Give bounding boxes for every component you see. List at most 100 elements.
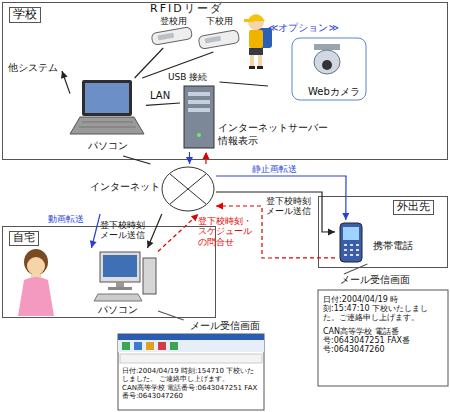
node-title: 他システム	[8, 62, 58, 74]
arrow-head	[191, 214, 199, 221]
connector	[147, 214, 162, 248]
rfid-reader-part	[151, 27, 192, 46]
edge-label: 登下校時刻・ スケジュールの問合せ	[198, 216, 253, 247]
rfid-reader-part	[158, 33, 175, 41]
mail-screen: メール受信画面日付:2004/04/19 時刻:15:47:10 下校いたしまし…	[318, 274, 448, 386]
mail-window-frame-part	[120, 354, 262, 363]
connector	[220, 82, 269, 86]
node-title: インターネット	[90, 181, 160, 193]
node-title: パソコン	[98, 304, 138, 316]
student-figure-part	[250, 55, 254, 66]
connector-line	[158, 214, 198, 252]
connector-line	[220, 82, 269, 86]
student-figure-part	[249, 66, 255, 69]
edge-label: USB 接続	[168, 72, 207, 82]
parent-figure-part	[27, 257, 45, 275]
server-illustration	[184, 86, 214, 148]
edge-label: 動画転送	[48, 214, 84, 224]
rfid-reader-part	[198, 30, 240, 50]
node-title: インターネットサーバー 情報表示	[218, 122, 332, 147]
phone-illustration-part	[356, 244, 359, 246]
node-title: 自宅	[9, 231, 39, 246]
student-figure-part	[257, 66, 263, 69]
connector-line	[189, 152, 190, 164]
mail-window: メール受信画面日付:2004/04/19 時刻:154710 下校いたしました。…	[118, 320, 264, 410]
arrow-head	[61, 71, 68, 79]
rfid-reader: 登校用	[150, 16, 194, 48]
mail-window-frame-part	[158, 342, 166, 350]
camera-option-frame	[292, 38, 366, 100]
mail-window-frame-part	[122, 342, 130, 350]
laptop-illustration-part	[70, 117, 144, 134]
connector	[202, 152, 209, 164]
desktop-pc-illustration-part	[103, 255, 137, 277]
arrow-head	[342, 213, 349, 220]
phone-illustration-part	[340, 223, 362, 262]
node-title: 外出先	[393, 200, 434, 215]
connector-line	[158, 311, 184, 320]
parent-figure	[18, 249, 54, 316]
connector-line	[146, 103, 180, 105]
callout-line	[344, 264, 367, 274]
desktop-pc: パソコン	[88, 248, 158, 318]
student-figure-part	[258, 55, 262, 66]
phone-illustration-part	[344, 249, 347, 251]
node-title: 登校用	[160, 16, 187, 26]
part-name: RFIDリーダ	[150, 3, 223, 16]
connector	[158, 214, 198, 252]
connector-line	[205, 152, 206, 164]
connector-line	[344, 264, 367, 274]
node-title: 学校	[9, 7, 41, 23]
mail-window-frame-part	[118, 340, 264, 352]
arrow-head	[186, 157, 193, 164]
rfid-reader: 下校用	[198, 16, 242, 52]
connector-line	[92, 214, 101, 248]
camera-option-frame-part	[322, 60, 332, 70]
outside-box: 外出先携帯電話	[318, 196, 448, 268]
server-illustration-part	[188, 92, 210, 96]
arrow-head	[147, 240, 153, 248]
edge-label: 登下校時刻 メール送信	[266, 196, 313, 217]
node-title: ≪オプション≫	[268, 22, 339, 34]
arrow-head	[328, 228, 335, 235]
node-text: CAN高等学校 電話番号:0643047251 FAX番号:0643047260	[323, 327, 443, 355]
student-figure-part	[249, 48, 263, 55]
school-box: 学校登校用 下校用パソコン他システムインターネットサーバー 情報表示 ≪オプション≫…	[2, 2, 448, 160]
laptop-illustration-part	[85, 83, 129, 113]
connector-line	[148, 214, 162, 248]
rfid-reader-part	[205, 36, 222, 44]
parent-figure-part	[18, 277, 54, 316]
laptop-pc: パソコン	[70, 78, 146, 156]
parent-figure-part	[24, 249, 48, 275]
mail-window-frame-part	[170, 342, 178, 350]
server-illustration-part	[184, 86, 214, 148]
phone-illustration-part	[350, 244, 353, 246]
desktop-pc-illustration-part	[94, 294, 142, 301]
node-title: メール受信画面	[190, 320, 260, 332]
external-system: 他システム	[8, 62, 62, 77]
connector	[61, 71, 70, 94]
server-illustration-part	[197, 133, 201, 137]
connector-line	[135, 48, 164, 78]
laptop-illustration-part	[79, 127, 136, 128]
web-camera: ≪オプション≫ Webカメラ	[268, 22, 368, 102]
node-text: 日付:2004/04/19 時刻:154710 下校いたしました。 ご連絡申し上…	[122, 368, 260, 383]
node-text: Webカメラ	[308, 86, 360, 98]
laptop-illustration-part	[82, 122, 133, 123]
connector-line	[123, 156, 150, 164]
mobile-phone: 携帯電話	[335, 220, 443, 264]
phone-illustration-part	[350, 254, 353, 256]
edge-label: LAN	[150, 90, 170, 102]
node-text: 日付:2004/04/19 時刻:15:47:10 下校いたしました。ご連絡申し…	[323, 295, 443, 323]
node-title: 携帯電話	[373, 240, 413, 252]
edge-label: 登下校時刻 メール送信	[100, 220, 146, 241]
laptop-illustration-part	[82, 80, 132, 116]
phone-mail-screen-frame	[318, 290, 448, 386]
phone-illustration-part	[344, 244, 347, 246]
server-illustration-part	[188, 108, 210, 112]
connector	[90, 214, 100, 248]
desktop-pc-illustration	[94, 252, 156, 301]
